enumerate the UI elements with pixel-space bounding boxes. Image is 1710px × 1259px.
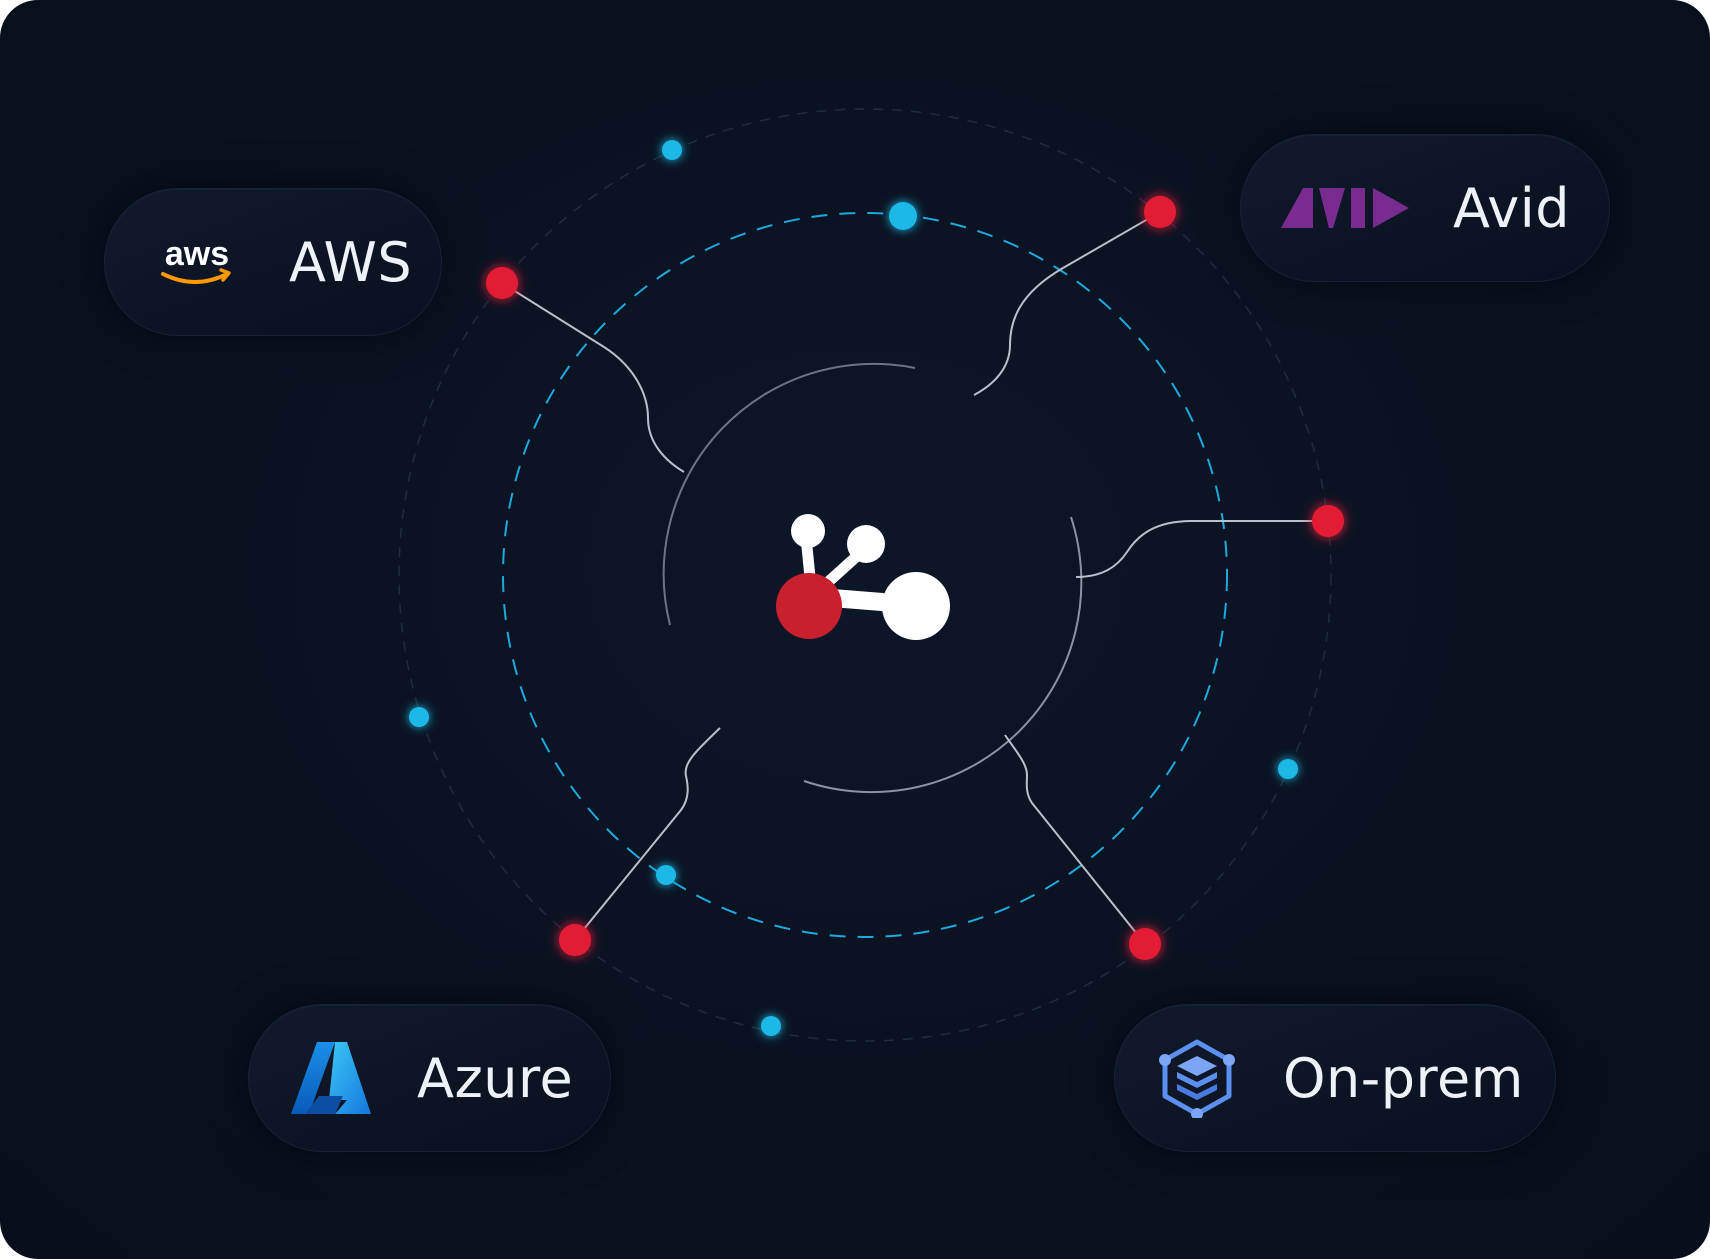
onprem-label: On-prem — [1283, 1046, 1524, 1110]
avid-label: Avid — [1453, 176, 1571, 240]
cyan-dot — [656, 865, 676, 885]
cyan-dot — [1278, 759, 1298, 779]
cyan-nodes — [409, 140, 1298, 1036]
connector-aws — [501, 282, 685, 473]
inner-ring-arc-left — [662, 362, 916, 626]
connector-azure — [574, 727, 721, 941]
connector-right — [1075, 520, 1328, 578]
azure-logo-icon — [291, 1042, 371, 1114]
central-hub-logo-icon — [776, 514, 950, 640]
aws-label: AWS — [289, 230, 413, 294]
aws-logo-icon: aws — [161, 235, 231, 284]
connector-onprem — [1004, 734, 1146, 945]
avid-logo-icon — [1281, 188, 1409, 228]
node-avid — [1144, 196, 1176, 228]
azure-label: Azure — [417, 1046, 574, 1110]
cyan-dot — [662, 140, 682, 160]
aws-logo-text: aws — [165, 235, 229, 273]
node-aws — [486, 267, 518, 299]
inner-ring-arc-right — [803, 516, 1083, 794]
node-azure — [559, 924, 591, 956]
middle-ring — [502, 212, 1228, 938]
cyan-dot — [409, 707, 429, 727]
connector-avid — [973, 211, 1161, 396]
outer-ring — [398, 108, 1332, 1042]
integration-pill-azure[interactable]: Azure — [248, 1004, 611, 1152]
cyan-dot — [761, 1016, 781, 1036]
integration-pill-avid[interactable]: Avid — [1240, 134, 1610, 282]
cyan-dot — [889, 202, 917, 230]
node-onprem — [1129, 928, 1161, 960]
red-nodes — [486, 196, 1344, 960]
integration-pill-onprem[interactable]: On-prem — [1114, 1004, 1556, 1152]
integration-pill-aws[interactable]: aws AWS — [104, 188, 442, 336]
server-stack-icon — [1159, 1039, 1235, 1118]
node-right — [1312, 505, 1344, 537]
